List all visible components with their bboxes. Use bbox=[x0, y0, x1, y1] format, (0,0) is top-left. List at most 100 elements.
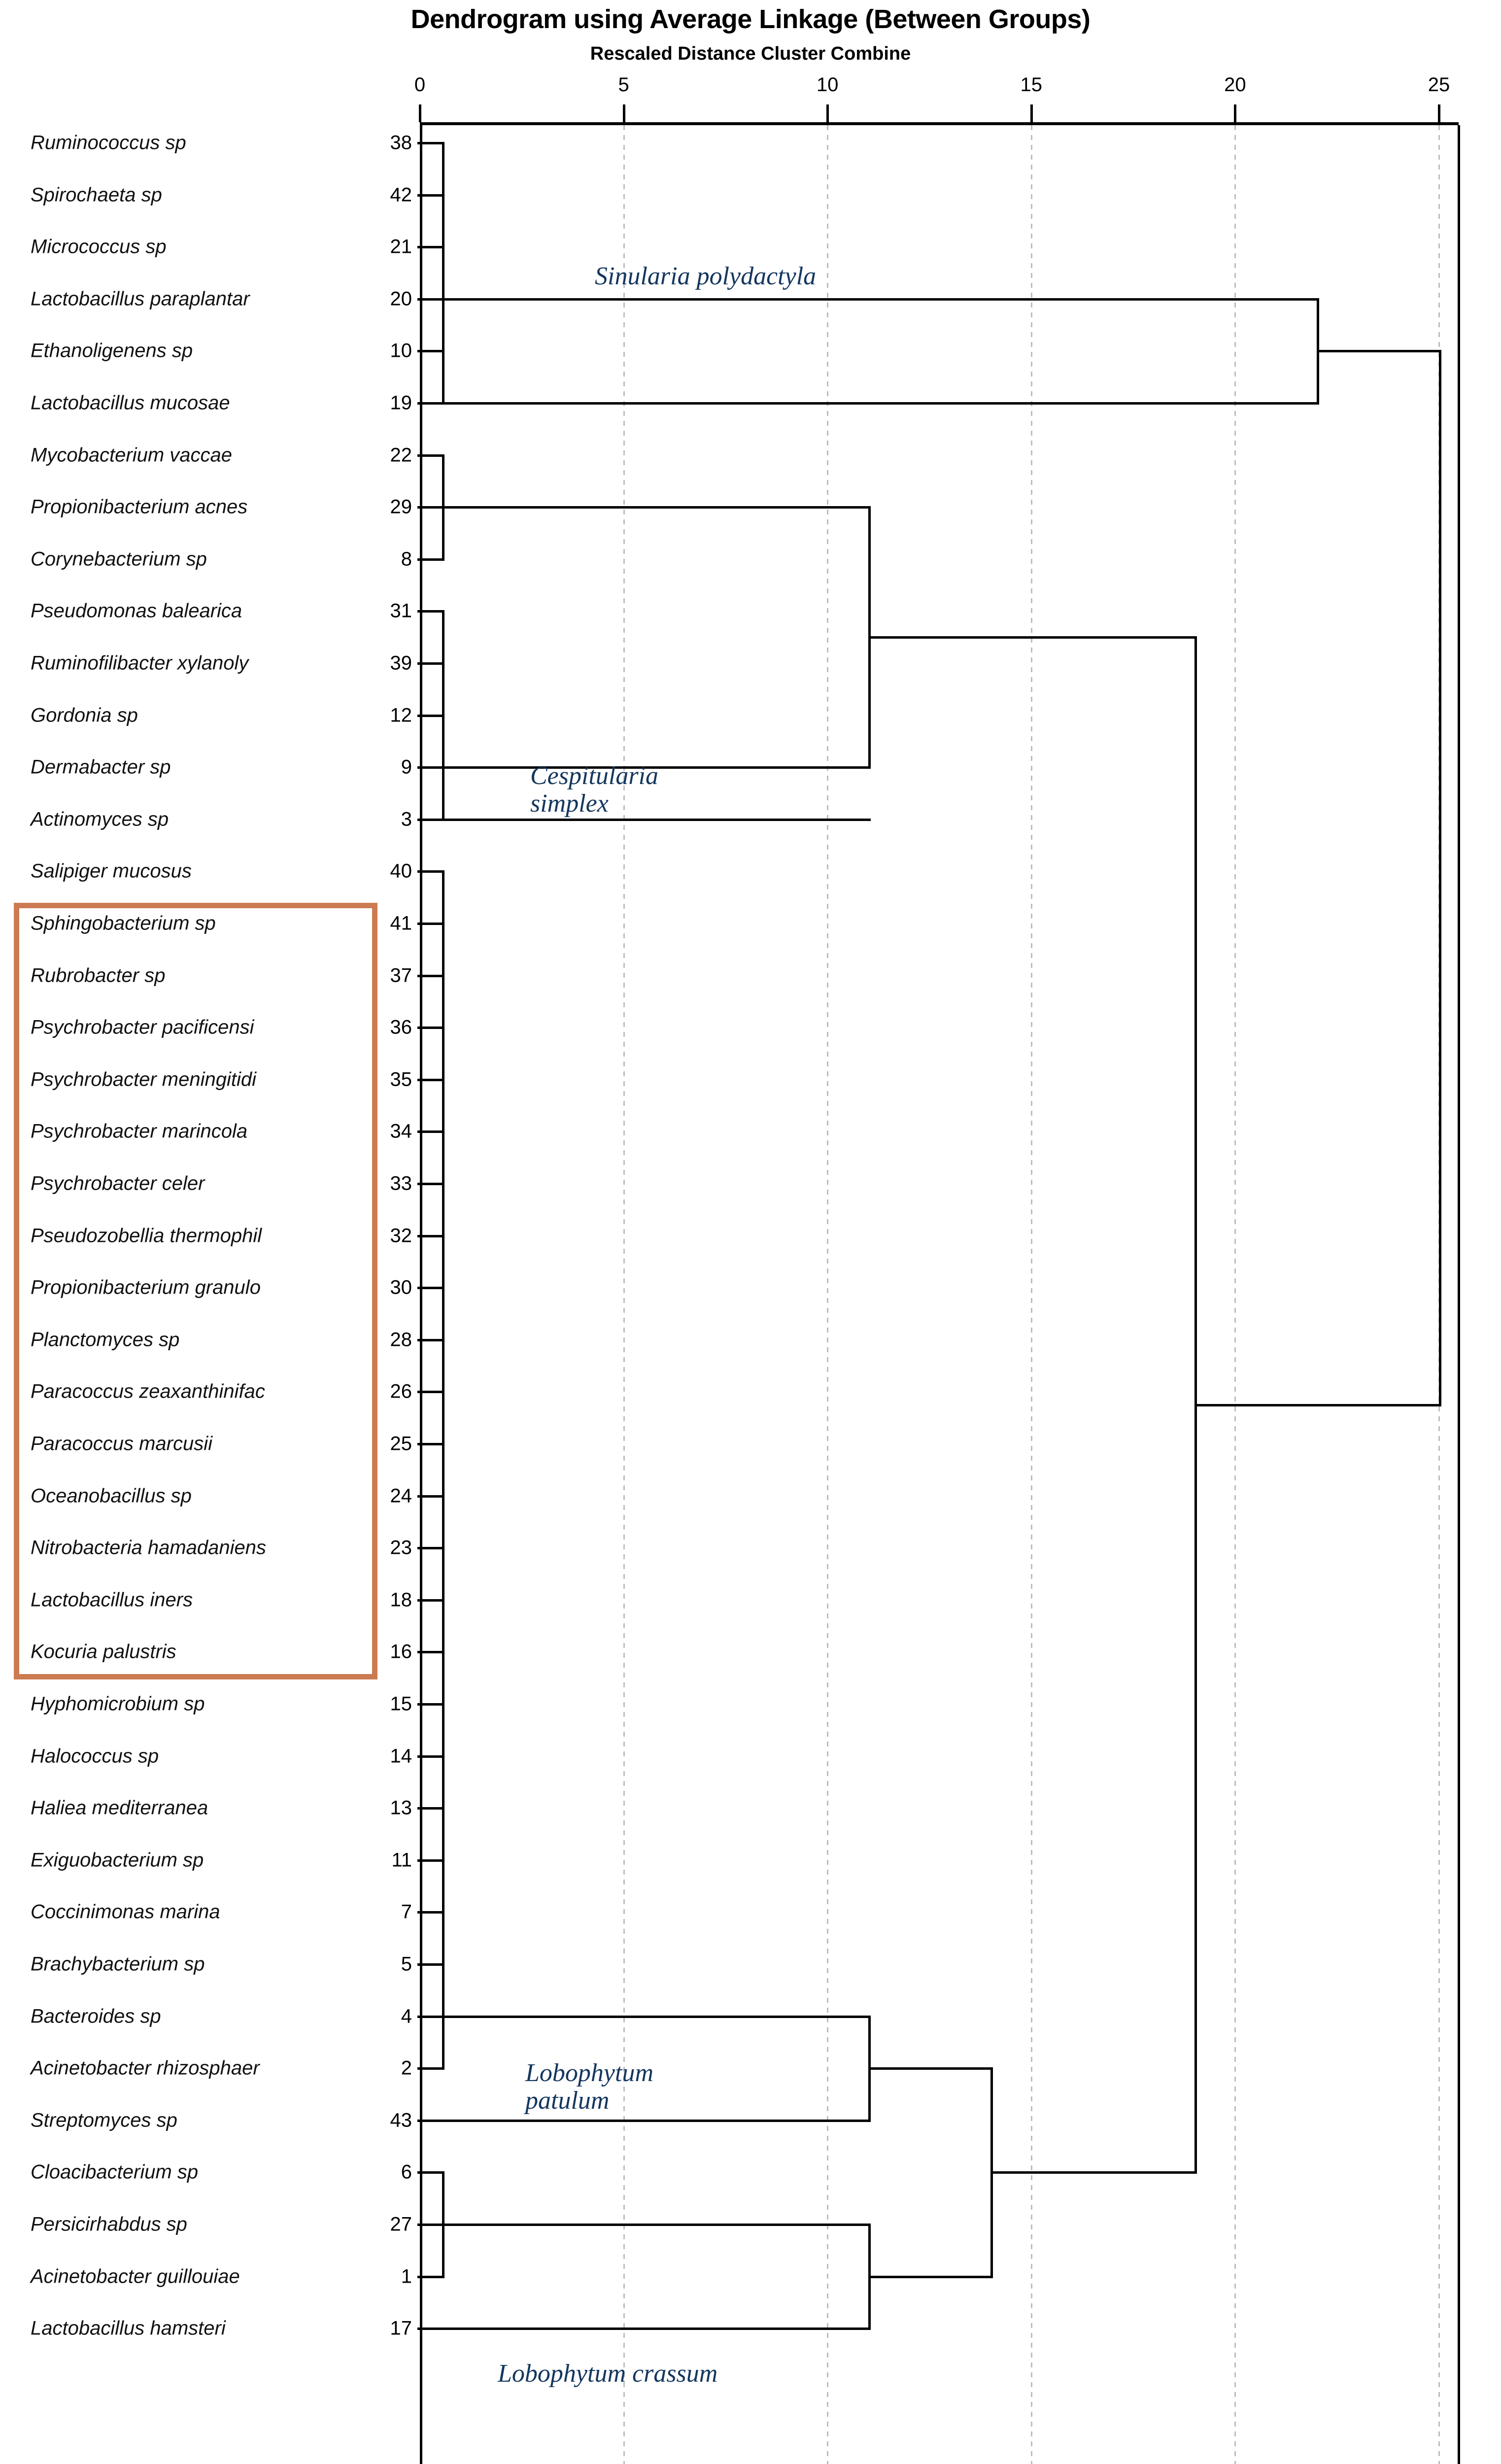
gridline-5 bbox=[623, 125, 625, 2464]
taxon-label: Planctomyces sp bbox=[31, 1329, 180, 1351]
leaf-number: 5 bbox=[401, 1953, 412, 1975]
taxon-label: Acinetobacter rhizosphaer bbox=[31, 2057, 260, 2079]
cluster-annotation-cespitularia-line1: Cespitularia bbox=[530, 762, 659, 790]
dendrogram-branch-horizontal bbox=[420, 1807, 445, 1810]
dendrogram-branch-horizontal bbox=[420, 1338, 445, 1341]
leaf-number: 35 bbox=[390, 1068, 412, 1091]
taxon-label: Paracoccus marcusii bbox=[31, 1433, 213, 1455]
dendrogram-branch-horizontal bbox=[420, 194, 445, 197]
taxon-label: Lactobacillus paraplantar bbox=[31, 288, 250, 310]
taxon-label: Psychrobacter pacificensi bbox=[31, 1016, 254, 1038]
dendrogram-branch-horizontal bbox=[420, 1391, 445, 1394]
axis-tick-mark-5 bbox=[622, 104, 625, 122]
taxon-label: Bacteroides sp bbox=[31, 2005, 161, 2027]
taxon-label: Lactobacillus hamsteri bbox=[31, 2317, 226, 2339]
leaf-number: 23 bbox=[390, 1537, 412, 1559]
dendrogram-branch-horizontal bbox=[868, 636, 1197, 639]
dendrogram-branch-vertical bbox=[442, 610, 445, 821]
dendrogram-branch-horizontal bbox=[420, 870, 445, 873]
dendrogram-branch-horizontal bbox=[420, 714, 445, 717]
dendrogram-branch-horizontal bbox=[420, 2171, 445, 2174]
leaf-number: 31 bbox=[390, 600, 412, 622]
axis-tick-mark-25 bbox=[1438, 104, 1440, 122]
cluster-annotation-lobophytum-patulum-line1: Lobophytum bbox=[525, 2059, 653, 2087]
taxon-label: Rubrobacter sp bbox=[31, 964, 166, 987]
dendrogram-branch-horizontal bbox=[420, 2119, 871, 2122]
taxon-label: Ruminofilibacter xylanoly bbox=[31, 652, 249, 674]
taxon-label: Pseudomonas balearica bbox=[31, 600, 242, 622]
taxon-label: Sphingobacterium sp bbox=[31, 912, 216, 934]
dendrogram-branch-horizontal bbox=[442, 2224, 871, 2226]
axis-tick-mark-15 bbox=[1030, 104, 1033, 122]
dendrogram-branch-horizontal bbox=[420, 1234, 445, 1237]
leaf-number: 40 bbox=[390, 860, 412, 882]
dendrogram-branch-horizontal bbox=[420, 350, 445, 353]
dendrogram-branch-horizontal bbox=[420, 298, 1319, 301]
dendrogram-branch-horizontal bbox=[420, 2067, 445, 2070]
leaf-number: 28 bbox=[390, 1329, 412, 1351]
leaf-number: 29 bbox=[390, 496, 412, 518]
chart-subtitle: Rescaled Distance Cluster Combine bbox=[590, 43, 911, 64]
cluster-annotation-lobophytum-patulum-line2: patulum bbox=[525, 2087, 610, 2115]
taxon-label: Ruminococcus sp bbox=[31, 132, 186, 154]
leaf-number: 24 bbox=[390, 1485, 412, 1507]
dendrogram-branch-horizontal bbox=[420, 558, 445, 561]
dendrogram-branch-horizontal bbox=[420, 1130, 445, 1133]
leaf-number: 13 bbox=[390, 1797, 412, 1819]
leaf-number: 21 bbox=[390, 236, 412, 258]
dendrogram-branch-horizontal bbox=[868, 2067, 993, 2070]
taxon-label: Lactobacillus iners bbox=[31, 1589, 193, 1611]
dendrogram-branch-horizontal bbox=[420, 923, 445, 925]
leaf-number: 8 bbox=[401, 548, 412, 570]
leaf-number: 17 bbox=[390, 2317, 412, 2339]
taxon-label: Kocuria palustris bbox=[31, 1641, 176, 1663]
plot-frame-left bbox=[420, 125, 422, 2464]
taxon-label: Actinomyces sp bbox=[31, 808, 169, 830]
dendrogram-branch-horizontal bbox=[420, 1183, 445, 1185]
cluster-annotation-sinularia: Sinularia polydactyla bbox=[595, 262, 817, 290]
leaf-number: 36 bbox=[390, 1016, 412, 1038]
gridline-10 bbox=[827, 125, 829, 2464]
gridline-20 bbox=[1234, 125, 1236, 2464]
leaf-number: 41 bbox=[390, 912, 412, 934]
taxon-label: Salipiger mucosus bbox=[31, 860, 192, 882]
taxon-label: Oceanobacillus sp bbox=[31, 1485, 192, 1507]
axis-tick-label-5: 5 bbox=[618, 74, 629, 96]
axis-tick-mark-10 bbox=[826, 104, 829, 122]
leaf-number: 18 bbox=[390, 1589, 412, 1611]
taxon-label: Lactobacillus mucosae bbox=[31, 392, 230, 414]
taxon-label: Spirochaeta sp bbox=[31, 184, 162, 206]
taxon-label: Exiguobacterium sp bbox=[31, 1849, 204, 1871]
dendrogram-branch-vertical bbox=[442, 207, 445, 405]
dendrogram-branch-horizontal bbox=[420, 2275, 445, 2278]
dendrogram-branch-horizontal bbox=[1194, 1403, 1441, 1406]
taxon-label: Halococcus sp bbox=[31, 1745, 159, 1767]
dendrogram-branch-horizontal bbox=[990, 2171, 1197, 2174]
cluster-annotation-cespitularia-line2: simplex bbox=[530, 789, 609, 818]
leaf-number: 33 bbox=[390, 1172, 412, 1195]
axis-tick-label-0: 0 bbox=[414, 74, 426, 96]
dendrogram-branch-horizontal bbox=[420, 1651, 445, 1654]
leaf-number: 34 bbox=[390, 1120, 412, 1142]
dendrogram-plot bbox=[0, 125, 1501, 2464]
taxon-label: Coccinimonas marina bbox=[31, 1901, 220, 1923]
leaf-number: 38 bbox=[390, 132, 412, 154]
dendrogram-branch-horizontal bbox=[420, 1547, 445, 1550]
leaf-number: 27 bbox=[390, 2213, 412, 2235]
leaf-number: 30 bbox=[390, 1276, 412, 1299]
taxon-label: Streptomyces sp bbox=[31, 2109, 177, 2131]
dendrogram-branch-horizontal bbox=[868, 2275, 993, 2278]
taxon-label: Propionibacterium acnes bbox=[31, 496, 248, 518]
cluster-annotation-lobophytum-crassum: Lobophytum crassum bbox=[498, 2360, 718, 2388]
dendrogram-branch-vertical bbox=[442, 870, 445, 2070]
taxon-label: Ethanoligenens sp bbox=[31, 340, 193, 362]
leaf-number: 3 bbox=[401, 808, 412, 830]
taxon-label: Nitrobacteria hamadaniens bbox=[31, 1537, 267, 1559]
taxon-label: Cloacibacterium sp bbox=[31, 2161, 199, 2183]
dendrogram-branch-horizontal bbox=[420, 1443, 445, 1445]
taxon-label: Brachybacterium sp bbox=[31, 1953, 205, 1975]
dendrogram-branch-horizontal bbox=[420, 1703, 445, 1706]
dendrogram-branch-horizontal bbox=[420, 1287, 445, 1290]
dendrogram-branch-horizontal bbox=[442, 2015, 871, 2018]
